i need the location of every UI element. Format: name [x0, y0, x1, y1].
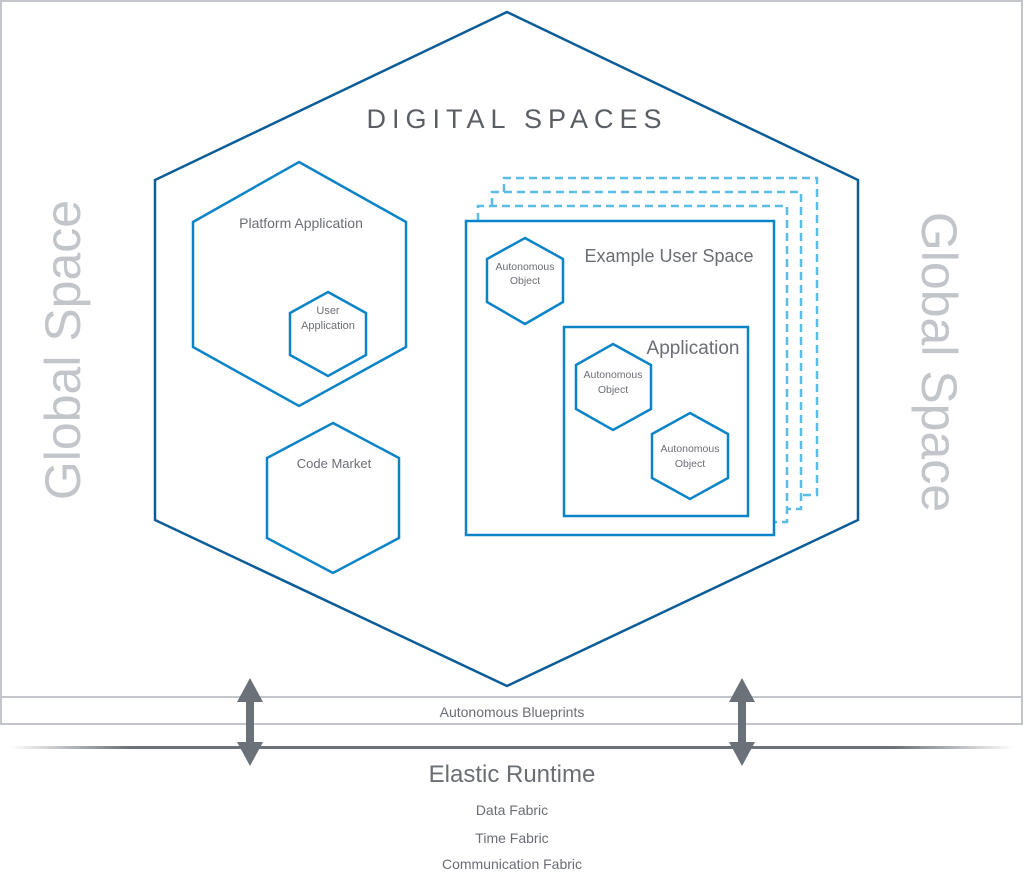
user-space-stack-3 [502, 176, 819, 497]
application-label: Application [647, 338, 740, 359]
code-market-label: Code Market [297, 456, 372, 471]
example-user-space-box [464, 219, 776, 537]
double-arrow-right [729, 678, 755, 766]
global-space-left-label: Global Space [35, 200, 91, 500]
autonomous-object-label-2: Object [598, 384, 628, 396]
platform-application: Platform Application User Application [191, 160, 408, 408]
data-fabric-label: Data Fabric [476, 802, 548, 818]
autonomous-object-hexagon [650, 411, 730, 501]
autonomous-blueprints-bar [0, 696, 1023, 725]
autonomous-object-hexagon [574, 342, 653, 432]
autonomous-object-label-1: Autonomous [584, 369, 643, 381]
autonomous-object-label-2: Object [675, 458, 705, 470]
time-fabric-label: Time Fabric [475, 830, 548, 846]
autonomous-object-hexagon [485, 236, 565, 326]
application-box [562, 325, 750, 518]
double-arrow-icon [237, 678, 263, 766]
digital-spaces-title: DIGITAL SPACES [366, 104, 667, 134]
global-space-right-label: Global Space [911, 212, 967, 512]
user-space-stack-1 [476, 204, 789, 524]
autonomous-blueprints-label: Autonomous Blueprints [440, 704, 585, 720]
double-arrow-icon [729, 678, 755, 766]
elastic-runtime-label: Elastic Runtime [429, 761, 596, 788]
code-market-hexagon [265, 421, 401, 575]
example-user-space-label: Example User Space [584, 246, 753, 266]
user-application-hexagon [288, 290, 368, 378]
user-space-stack-2 [490, 190, 803, 511]
elastic-runtime-line [10, 746, 1014, 749]
autonomous-object-label-1: Autonomous [661, 443, 720, 455]
user-application-label-1: User [316, 305, 340, 317]
digital-spaces-hexagon [153, 10, 860, 688]
autonomous-object-label-2: Object [510, 275, 540, 287]
stacked-user-spaces [476, 176, 819, 524]
user-application-label-2: Application [301, 320, 355, 332]
autonomous-object-label-1: Autonomous [496, 261, 555, 273]
double-arrow-left [237, 678, 263, 766]
platform-application-label: Platform Application [239, 215, 363, 231]
platform-application-hexagon [191, 160, 408, 408]
communication-fabric-label: Communication Fabric [442, 856, 582, 872]
